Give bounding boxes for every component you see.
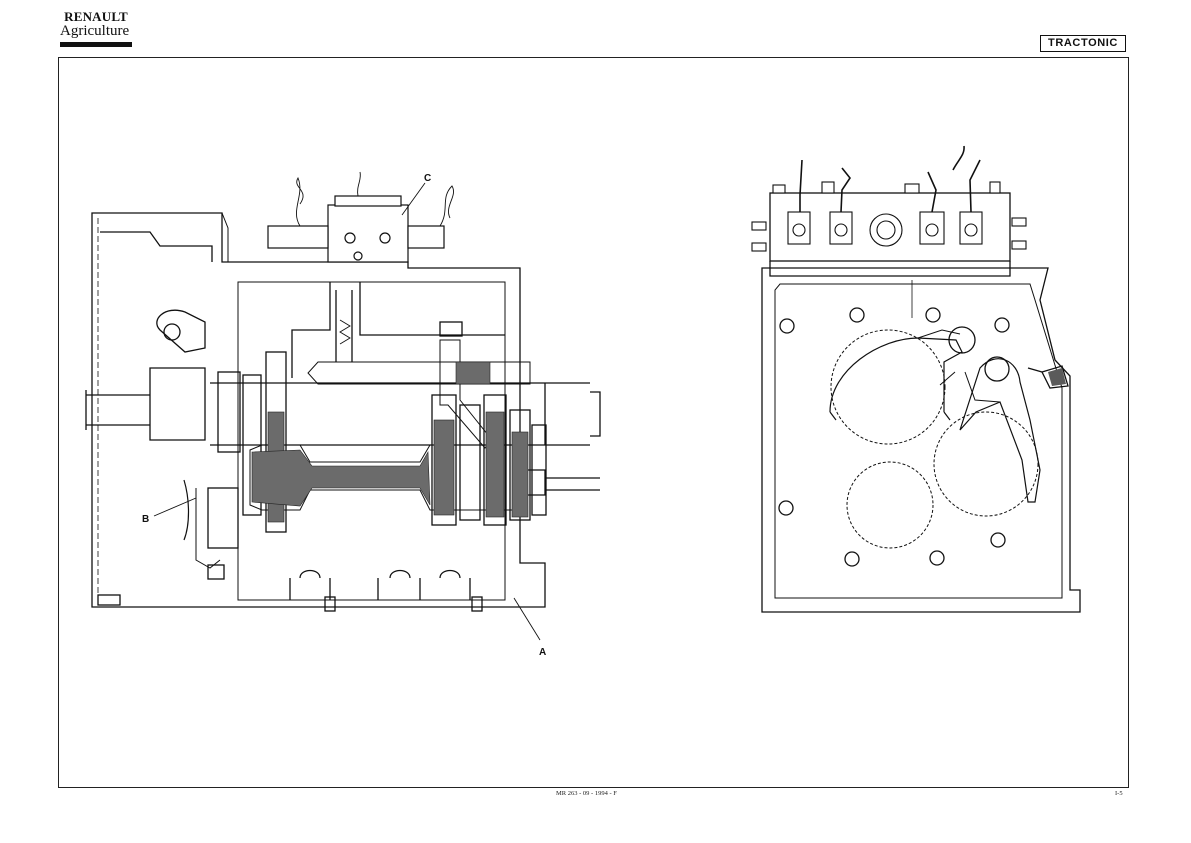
end-view-fills [1048,368,1066,386]
end-view [761,192,1081,613]
sectional-view [85,212,601,612]
callout-c: C [424,173,431,184]
solenoid-wires [799,145,981,213]
callout-b: B [142,514,149,525]
brand-logo: RENAULT Agriculture [60,10,132,47]
gear-section-fills [251,361,529,523]
page-number: I-5 [1115,790,1123,797]
valve-block-left [267,195,445,263]
document-reference: MR 263 - 09 - 1994 - F [556,790,617,797]
product-badge: TRACTONIC [1040,35,1126,52]
brand-subtitle: Agriculture [60,23,130,39]
brand-name: RENAULT [64,9,128,24]
callout-leaders-left [153,182,541,641]
figure-frame [58,57,1129,788]
valve-wires-left [296,171,454,227]
solenoid-valves [751,181,1027,252]
callout-a: A [539,647,546,658]
brand-underline [60,42,132,47]
